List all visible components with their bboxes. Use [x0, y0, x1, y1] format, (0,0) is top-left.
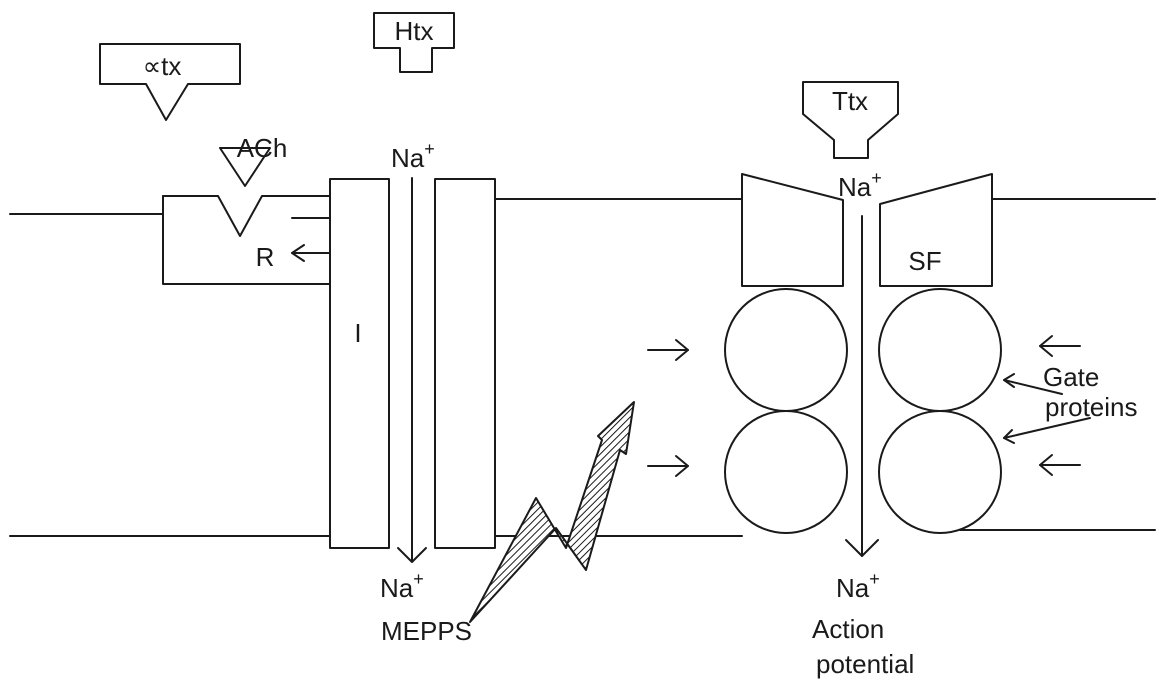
receptor-label: R	[256, 242, 275, 272]
ttx-toxin-marker: Ttx	[802, 81, 899, 159]
gate-protein-left-bottom	[724, 410, 848, 534]
receptor-block	[162, 195, 331, 285]
gate-pointer-top	[1003, 379, 1063, 395]
receptor-arrow-left-head	[291, 244, 305, 262]
bolt-shape	[469, 401, 635, 623]
na-flow-arrow-right-channel-head	[845, 539, 879, 557]
gate-protein-right-top	[878, 288, 1002, 412]
selectivity-filter-label: SF	[908, 246, 941, 276]
ach-triangle	[219, 147, 271, 187]
na-label-right-top: Na+	[838, 168, 882, 202]
alpha-toxin-shape	[99, 43, 241, 121]
pressure-arrow-right-top-head	[1039, 335, 1053, 357]
depolarization-bolt	[469, 401, 635, 623]
gate-pointer-bottom	[1003, 417, 1091, 439]
gate-proteins-annotation: Gate proteins	[1003, 362, 1138, 444]
ttx-toxin-shape	[802, 81, 899, 159]
na-flow-arrow-left-channel-head	[397, 547, 427, 563]
alpha-toxin-marker: ∝tx	[99, 43, 241, 121]
alpha-toxin-label: ∝tx	[143, 51, 182, 81]
htx-toxin-label: Htx	[395, 16, 434, 46]
action-potential-label-line1: Action	[812, 614, 884, 644]
gate-pointer-top-head	[1003, 373, 1015, 388]
ion-channel-right-wall	[434, 178, 496, 549]
ttx-toxin-label: Ttx	[832, 86, 868, 116]
gate-pressure-arrows	[647, 335, 1081, 477]
gate-pointer-bottom-head	[1003, 429, 1015, 444]
mepps-label: MEPPS	[381, 616, 472, 646]
ach-label: ACh	[237, 133, 288, 163]
receptor-site-profile	[162, 195, 331, 237]
selectivity-filter-left	[741, 173, 844, 287]
ion-channel-left-wall	[329, 178, 390, 549]
selectivity-filter-right	[879, 173, 993, 287]
gate-proteins-label-line1: Gate	[1043, 362, 1099, 392]
na-label-right-bottom: Na+	[836, 569, 880, 603]
htx-toxin-shape	[373, 12, 455, 73]
htx-toxin-marker: Htx	[373, 12, 455, 73]
pressure-arrow-left-top-head	[675, 339, 689, 361]
gate-protein-left-top	[724, 288, 848, 412]
pressure-arrow-left-bottom-head	[675, 455, 689, 477]
gate-protein-right-bottom	[878, 410, 1002, 534]
action-potential-label-line2: potential	[816, 649, 914, 679]
na-label-left-top: Na+	[391, 139, 435, 173]
ion-channel-label: I	[354, 318, 361, 348]
voltage-gated-na-channel: SF Na+ Na+ Action potential	[724, 168, 1002, 679]
na-label-left-bottom: Na+	[380, 569, 424, 603]
ach-ion-channel: I Na+ Na+ MEPPS	[329, 139, 496, 646]
gate-proteins-label-line2: proteins	[1045, 392, 1138, 422]
pressure-arrow-right-bottom-head	[1039, 454, 1053, 476]
